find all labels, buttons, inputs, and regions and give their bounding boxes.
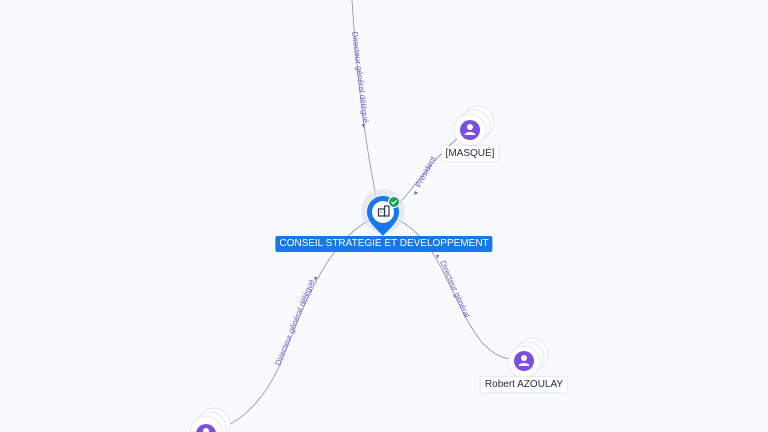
check-icon — [388, 196, 400, 208]
edge-label-masque: Président — [414, 154, 438, 189]
company-node[interactable] — [361, 189, 405, 236]
edge-arrow — [362, 124, 365, 128]
company-name-label[interactable]: CONSEIL STRATEGIE ET DEVELOPPEMENT — [275, 236, 493, 252]
person-node-masque[interactable] — [453, 105, 495, 147]
edge-arrow — [414, 191, 418, 195]
person-node-bottom-left[interactable] — [189, 407, 231, 432]
building-icon — [377, 205, 390, 217]
edge-arrow — [314, 277, 317, 281]
edge-arrow — [436, 255, 439, 259]
person-node-azoulay[interactable] — [507, 337, 549, 379]
edge-label-bottom-left: Directeur général délégué — [274, 278, 317, 367]
edge-label-top: Directeur général délégué — [350, 31, 370, 124]
person-name-label-azoulay[interactable]: Robert AZOULAY — [480, 377, 568, 392]
person-icon — [518, 355, 530, 366]
edge-label-azoulay: Directeur général — [438, 259, 471, 319]
person-name-label-masque[interactable]: [MASQUÉ] — [441, 146, 499, 161]
person-icon — [464, 124, 476, 135]
person-icon — [203, 428, 209, 432]
edge-top-to-company — [351, 0, 379, 207]
